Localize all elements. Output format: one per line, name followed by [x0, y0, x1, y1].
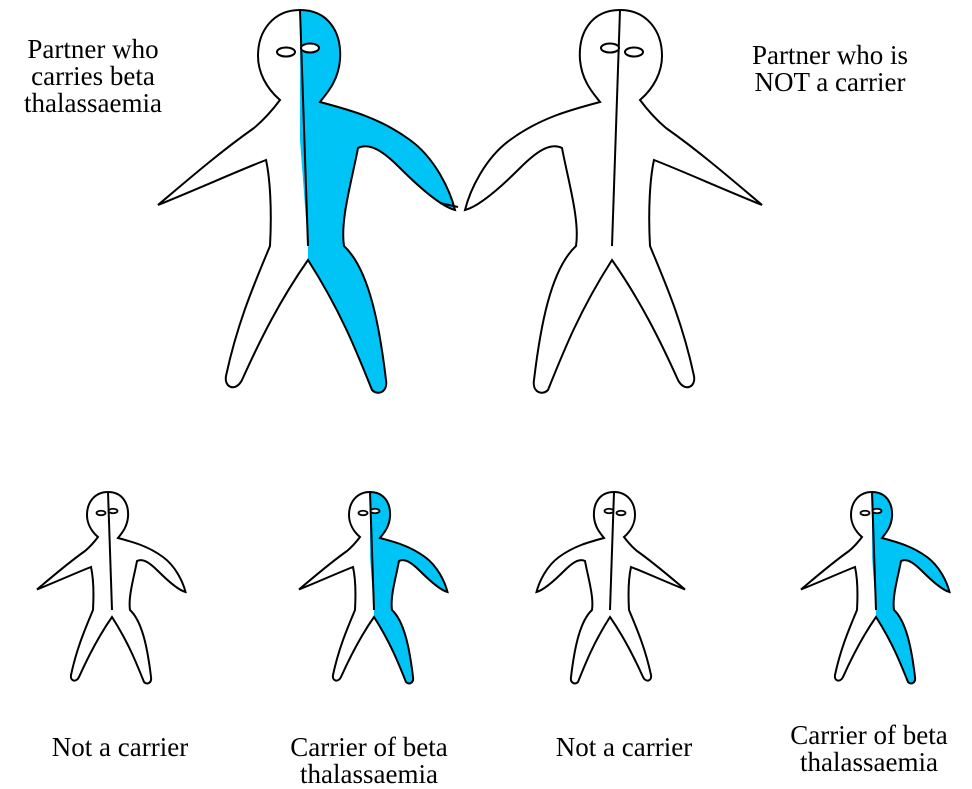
left-eye-icon	[359, 511, 368, 516]
figure-non-carrier-parent	[465, 10, 762, 393]
label-line: Carrier of beta	[766, 722, 972, 749]
left-eye-icon	[277, 48, 295, 57]
left-eye-icon	[617, 511, 626, 516]
figure-child-1	[37, 492, 186, 683]
label-line: thalassaemia	[0, 90, 186, 117]
label-line: Partner who is	[724, 42, 936, 69]
left-eye-icon	[625, 48, 643, 57]
carrier-half-fill	[300, 10, 455, 393]
label-line: carries beta	[0, 63, 186, 90]
label-line: thalassaemia	[766, 749, 972, 776]
figure-child-2	[299, 492, 448, 683]
figure-carrier-parent	[158, 10, 455, 393]
label-line: Not a carrier	[22, 734, 218, 761]
label-line: Not a carrier	[526, 734, 722, 761]
child-2-label: Carrier of beta thalassaemia	[266, 734, 472, 788]
right-eye-icon	[371, 509, 380, 514]
left-eye-icon	[97, 511, 106, 516]
figure-child-3	[537, 492, 686, 683]
figure-child-4	[801, 492, 950, 683]
child-4-label: Carrier of beta thalassaemia	[766, 722, 972, 776]
non-carrier-parent-label: Partner who is NOT a carrier	[724, 42, 936, 96]
right-eye-icon	[109, 509, 118, 514]
label-line: thalassaemia	[266, 761, 472, 788]
right-eye-icon	[301, 44, 319, 53]
left-eye-icon	[861, 511, 870, 516]
carrier-parent-label: Partner who carries beta thalassaemia	[0, 36, 186, 117]
child-3-label: Not a carrier	[526, 734, 722, 761]
child-1-label: Not a carrier	[22, 734, 218, 761]
right-eye-icon	[605, 509, 614, 514]
label-line: Partner who	[0, 36, 186, 63]
label-line: NOT a carrier	[724, 69, 936, 96]
right-eye-icon	[873, 509, 882, 514]
right-eye-icon	[601, 44, 619, 53]
label-line: Carrier of beta	[266, 734, 472, 761]
